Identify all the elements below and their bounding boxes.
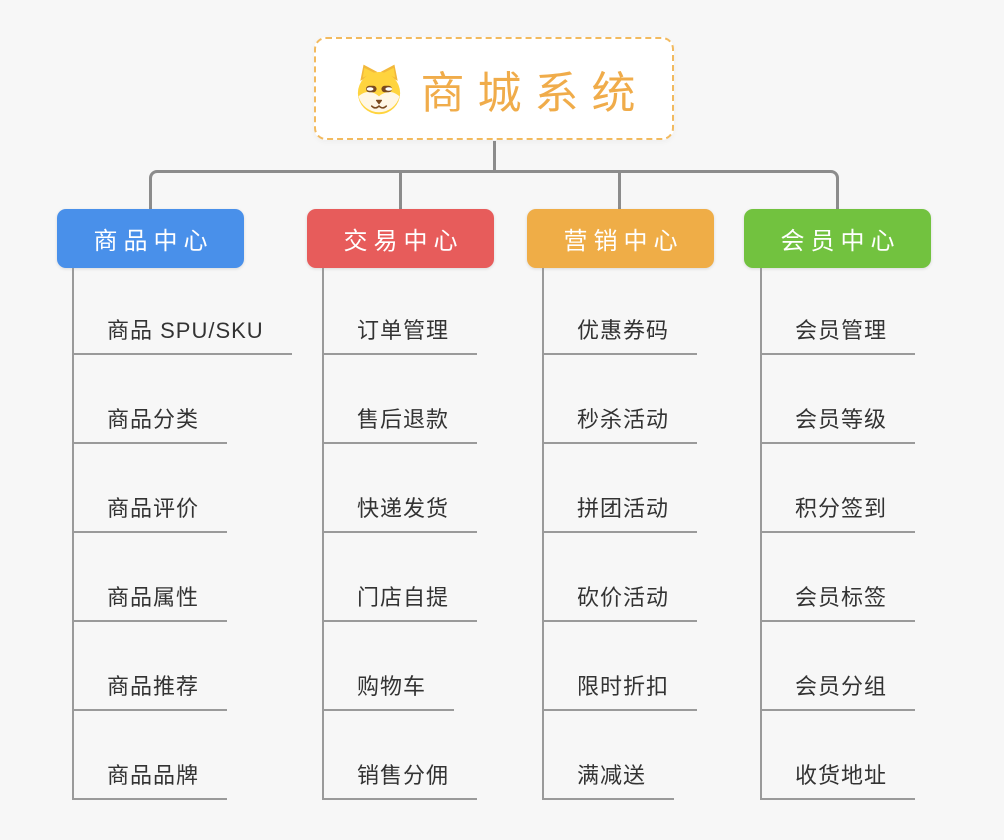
leaf-node[interactable]: 快递发货	[322, 494, 478, 533]
leaf-node[interactable]: 商品推荐	[72, 672, 228, 711]
connector-column-marketing	[542, 268, 544, 800]
doge-icon	[357, 64, 400, 114]
leaf-node[interactable]: 商品分类	[72, 405, 228, 444]
leaf-node[interactable]: 销售分佣	[322, 761, 478, 800]
branch-node-member-center[interactable]: 会员中心	[744, 209, 931, 268]
leaf-node[interactable]: 限时折扣	[542, 672, 698, 711]
leaf-node[interactable]: 商品 SPU/SKU	[72, 316, 292, 355]
root-title: 商城系统	[420, 68, 649, 118]
leaf-node[interactable]: 购物车	[322, 672, 455, 711]
leaf-node[interactable]: 积分签到	[760, 494, 916, 533]
connector-root-stem	[493, 141, 496, 171]
leaf-node[interactable]: 优惠券码	[542, 316, 698, 355]
connector-column-product	[72, 268, 74, 800]
connector-drop-trade	[399, 170, 402, 209]
branch-node-marketing-center[interactable]: 营销中心	[527, 209, 714, 268]
connector-drop-marketing	[618, 170, 621, 209]
leaf-node[interactable]: 商品品牌	[72, 761, 228, 800]
leaf-node[interactable]: 会员分组	[760, 672, 916, 711]
leaf-node[interactable]: 会员管理	[760, 316, 916, 355]
leaf-node[interactable]: 拼团活动	[542, 494, 698, 533]
leaf-node[interactable]: 砍价活动	[542, 583, 698, 622]
connector-column-trade	[322, 268, 324, 800]
connector-column-member	[760, 268, 762, 800]
connector-tree-rail	[149, 170, 839, 209]
root-node[interactable]: 商城系统	[314, 37, 674, 140]
branch-node-product-center[interactable]: 商品中心	[57, 209, 244, 268]
leaf-node[interactable]: 商品属性	[72, 583, 228, 622]
leaf-node[interactable]: 满减送	[542, 761, 675, 800]
leaf-node[interactable]: 售后退款	[322, 405, 478, 444]
leaf-node[interactable]: 收货地址	[760, 761, 916, 800]
leaf-node[interactable]: 会员标签	[760, 583, 916, 622]
branch-node-trade-center[interactable]: 交易中心	[307, 209, 494, 268]
leaf-node[interactable]: 商品评价	[72, 494, 228, 533]
leaf-node[interactable]: 会员等级	[760, 405, 916, 444]
leaf-node[interactable]: 订单管理	[322, 316, 478, 355]
leaf-node[interactable]: 门店自提	[322, 583, 478, 622]
leaf-node[interactable]: 秒杀活动	[542, 405, 698, 444]
